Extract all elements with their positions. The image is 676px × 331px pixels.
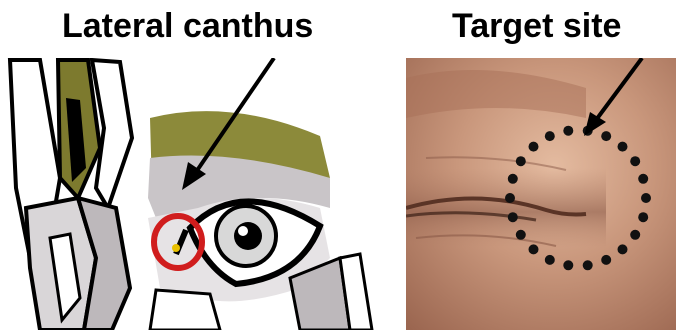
target-dot [583,260,593,270]
eye-illustration-panel [0,58,400,330]
target-dot [618,244,628,254]
target-dot [638,212,648,222]
target-site-photo-panel [406,58,676,330]
target-dot [508,174,518,184]
target-dot [563,260,573,270]
target-dot [638,174,648,184]
target-site-label: Target site [452,6,621,46]
target-dot [516,230,526,240]
target-dot [630,156,640,166]
target-site-photo [406,58,676,330]
target-dot [618,142,628,152]
target-dot [601,255,611,265]
target-dot [516,156,526,166]
lateral-canthus-label: Lateral canthus [62,6,313,46]
target-dot [630,230,640,240]
target-dot [529,142,539,152]
hair-strands [10,60,132,330]
target-dot [641,193,651,203]
target-dot [545,131,555,141]
target-dot [545,255,555,265]
target-dot [505,193,515,203]
target-dot [601,131,611,141]
eye-illustration [0,58,400,330]
target-dot [563,126,573,136]
target-dot [529,244,539,254]
target-dot [508,212,518,222]
pupil [234,222,262,250]
